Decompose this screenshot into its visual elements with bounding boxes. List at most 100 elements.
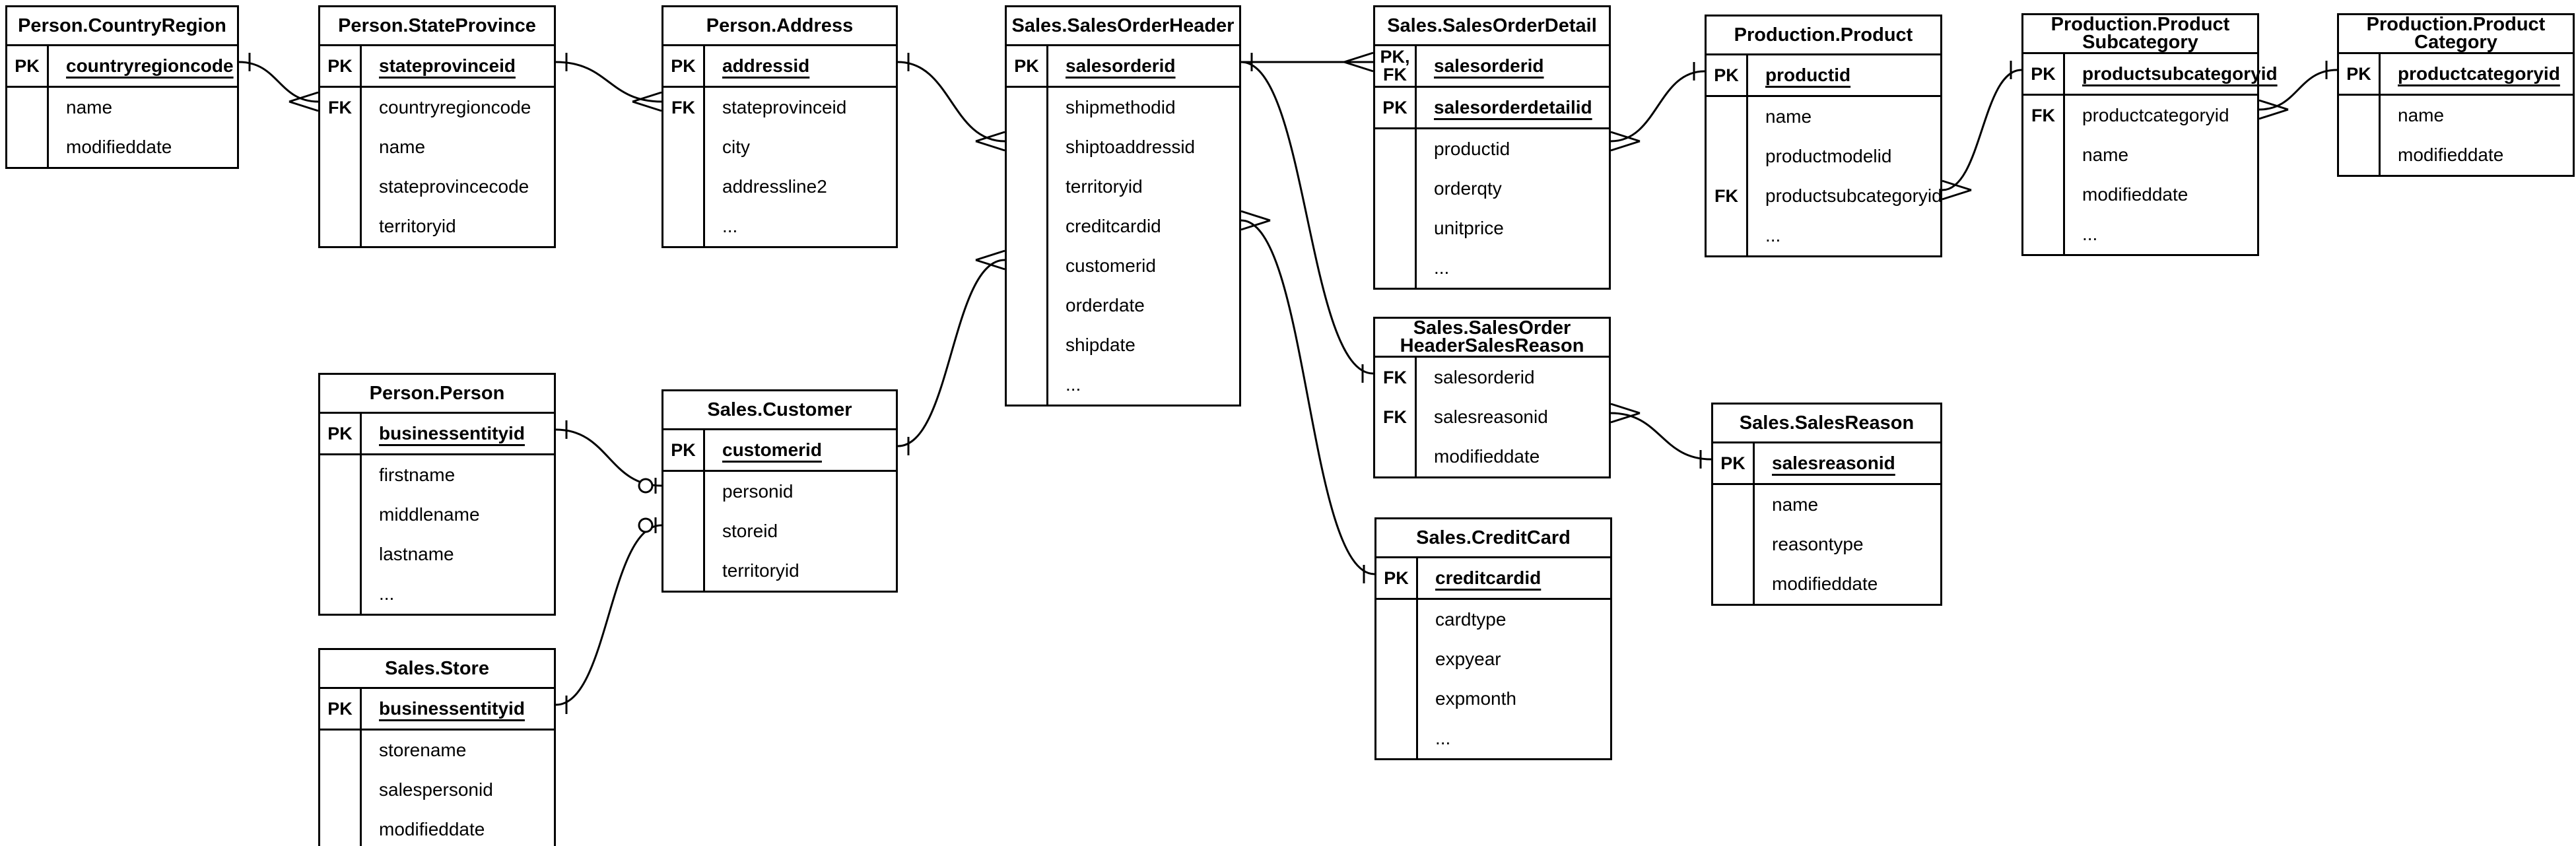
- field-column: countryregioncode: [47, 46, 237, 86]
- field-name: countryregioncode: [379, 97, 531, 117]
- key-label: [1376, 679, 1416, 719]
- table-title: Production.Product: [1707, 16, 1940, 53]
- field-name: businessentityid: [379, 423, 525, 443]
- cardinality-many-crowfoot: [2258, 99, 2289, 111]
- field-name: name: [379, 137, 426, 157]
- field-name: city: [722, 137, 750, 157]
- key-label: [1375, 248, 1415, 288]
- connector-customer-salesorderheader[interactable]: [897, 249, 1005, 455]
- key-column: [663, 472, 703, 591]
- field-name: productmodelid: [1765, 146, 1892, 166]
- connector-stateprovince-address[interactable]: [555, 53, 662, 112]
- field-name: salesreasonid: [1772, 453, 1895, 473]
- field-name: stateprovincecode: [379, 176, 529, 197]
- table-title-line: Person.CountryRegion: [18, 15, 226, 36]
- relationship-line: [555, 428, 662, 487]
- key-label: [1007, 325, 1046, 365]
- key-label: [1007, 365, 1046, 405]
- key-label: [2023, 214, 2063, 254]
- field-name: orderqty: [1434, 178, 1502, 199]
- key-label: PK: [327, 55, 353, 76]
- key-label: PK: [1720, 453, 1746, 473]
- cardinality-many-crowfoot: [632, 91, 662, 103]
- field-name: productcategoryid: [2398, 63, 2560, 84]
- key-label: PK, FK: [1380, 47, 1410, 84]
- connector-salesorderheader-creditcard[interactable]: [1240, 210, 1375, 583]
- field-name: shiptoaddressid: [1066, 137, 1196, 157]
- cardinality-many-crowfoot: [1942, 179, 1972, 191]
- key-label: [320, 495, 360, 535]
- field-name: productid: [1765, 65, 1851, 85]
- field-column: salesorderdetailid: [1415, 88, 1609, 127]
- connector-address-salesorderheader[interactable]: [897, 53, 1005, 152]
- field-column: businessentityid: [360, 689, 554, 729]
- field-column: stateprovinceid: [360, 46, 554, 86]
- cardinality-many-crowfoot: [975, 259, 1005, 271]
- connector-productsubcategory-productcategory[interactable]: [2258, 61, 2338, 120]
- key-column: PK: [663, 430, 703, 470]
- key-column: PK: [1007, 46, 1046, 86]
- connector-person-customer[interactable]: [555, 420, 662, 494]
- connector-salesorderdetail-product[interactable]: [1610, 62, 1705, 152]
- table-section: PK businessentityid: [320, 412, 554, 453]
- field-name: cardtype: [1435, 609, 1507, 630]
- key-column: [1007, 88, 1046, 405]
- key-label: [663, 167, 703, 207]
- key-label: [1007, 167, 1046, 207]
- connector-product-productsubcategory[interactable]: [1942, 61, 2022, 201]
- connector-salesorderheader-salesorderdetail[interactable]: [1241, 51, 1374, 73]
- key-label: FK: [2031, 105, 2055, 125]
- field-column: salesorderid: [1046, 46, 1239, 86]
- key-column: PK: [7, 46, 47, 86]
- cardinality-many-crowfoot: [1240, 210, 1271, 222]
- connector-countryregion-stateprovince[interactable]: [238, 53, 319, 112]
- field-name: territoryid: [722, 560, 799, 581]
- key-label: [1007, 286, 1046, 325]
- table-title-line: Person.Person: [369, 382, 505, 404]
- connector-headersalesreason-salesreason[interactable]: [1610, 403, 1712, 469]
- key-label: [663, 127, 703, 167]
- field-name: lastname: [379, 544, 454, 564]
- connector-salesorderheader-headersalesreason[interactable]: [1240, 61, 1374, 383]
- key-column: PK: [320, 414, 360, 453]
- field-column: creditcardid: [1416, 558, 1610, 598]
- relationship-line: [238, 61, 319, 103]
- relationship-line: [1610, 412, 1712, 461]
- field-name: addressid: [722, 55, 810, 76]
- table-title: Person.Person: [320, 375, 554, 412]
- field-name: stateprovinceid: [722, 97, 847, 117]
- cardinality-many-crowfoot: [288, 100, 319, 112]
- key-label: [320, 770, 360, 810]
- table-title-line: Sales.SalesOrderDetail: [1387, 15, 1597, 36]
- key-label: [1713, 525, 1753, 564]
- connector-store-customer[interactable]: [555, 517, 662, 714]
- key-column: [320, 455, 360, 614]
- key-label: [1375, 129, 1415, 169]
- field-name: salesorderdetailid: [1434, 97, 1592, 117]
